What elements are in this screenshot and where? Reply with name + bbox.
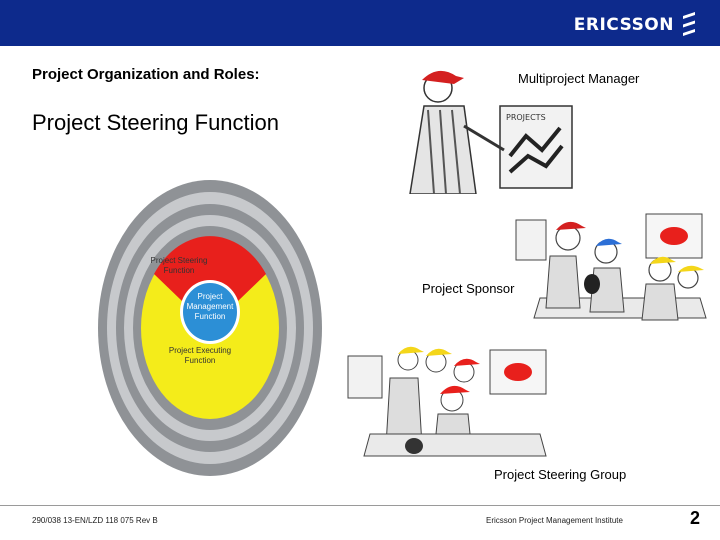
institute-name: Ericsson Project Management Institute [486,516,623,525]
project-steering-group-label: Project Steering Group [494,467,627,482]
slide-title: Project Steering Function [32,110,280,135]
project-sponsor-illustration [515,213,707,321]
steering-function-label: Project Steering Function [150,256,208,275]
project-sponsor-label: Project Sponsor [422,281,515,296]
multiproject-manager-illustration: PROJECTS [409,70,573,194]
management-function-label: Project Management Function [186,292,234,321]
project-steering-group-illustration [347,346,547,457]
steering-function-diagram: Project Steering Function Project Manage… [96,178,324,478]
page-number: 2 [689,508,700,528]
header-bar: ERICSSON [0,0,720,46]
svg-text:PROJECTS: PROJECTS [506,113,546,122]
brand-logo-text: ERICSSON [573,15,674,35]
footer-divider [0,505,720,506]
ericsson-logo-icon [683,12,695,36]
slide-heading: Project Organization and Roles: [32,66,260,83]
management-core [183,283,237,341]
document-id: 290/038 13-EN/LZD 118 075 Rev B [32,516,158,525]
concentric-rings-graphic [98,180,322,476]
executing-function-label: Project Executing Function [168,346,232,365]
multiproject-manager-label: Multiproject Manager [518,71,640,86]
